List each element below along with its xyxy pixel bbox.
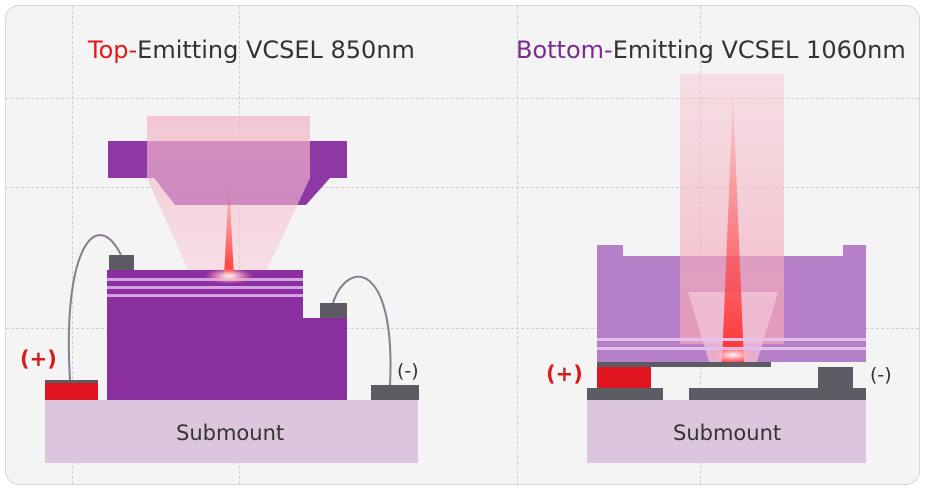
plus-pad <box>597 367 651 388</box>
plus-label: (+) <box>20 347 57 371</box>
emission-glow <box>205 268 253 284</box>
minus-submount-pad <box>689 388 866 400</box>
title-rest: Emitting VCSEL 1060nm <box>612 36 906 64</box>
title-highlight: Bottom- <box>516 36 613 64</box>
bond-wire <box>67 234 122 381</box>
laser-beam <box>224 180 234 277</box>
submount-label: Submount <box>673 421 782 445</box>
submount <box>587 400 866 463</box>
minus-label: (-) <box>397 360 419 382</box>
vcsel-chip-step <box>303 318 347 400</box>
minus-label: (-) <box>870 364 892 386</box>
grid-line <box>517 6 518 484</box>
dbr-layer <box>107 278 303 281</box>
laser-beam <box>722 95 744 362</box>
plus-label: (+) <box>546 362 583 386</box>
side-contact-pad <box>320 303 347 318</box>
bond-wire <box>332 275 392 386</box>
top-contact-pad <box>109 255 134 270</box>
dbr-layer <box>107 294 303 297</box>
title-rest: Emitting VCSEL 850nm <box>137 36 415 64</box>
minus-pad <box>371 385 419 400</box>
submount <box>45 400 418 463</box>
grid-line <box>6 187 919 188</box>
plus-submount-pad <box>587 388 663 400</box>
bottom-contact-layer <box>597 362 771 367</box>
grid-line <box>6 328 919 329</box>
top-emitting-vcsel <box>45 116 419 463</box>
plus-pad <box>45 380 98 400</box>
vcsel-chip <box>107 270 303 400</box>
title-highlight: Top- <box>88 36 138 64</box>
submount-label: Submount <box>176 421 285 445</box>
bottom-emitting-vcsel <box>587 74 866 463</box>
dbr-layer <box>597 338 866 341</box>
bottom-emitting-title: Bottom-Emitting VCSEL 1060nm <box>516 36 906 64</box>
minus-bump <box>818 367 853 388</box>
grid-line <box>72 6 73 484</box>
grid-line <box>6 98 919 99</box>
top-emitting-title: Top-Emitting VCSEL 850nm <box>88 36 415 64</box>
dbr-layer <box>107 286 303 289</box>
emission-glow <box>707 346 759 364</box>
plus-pad-outline <box>45 380 98 383</box>
